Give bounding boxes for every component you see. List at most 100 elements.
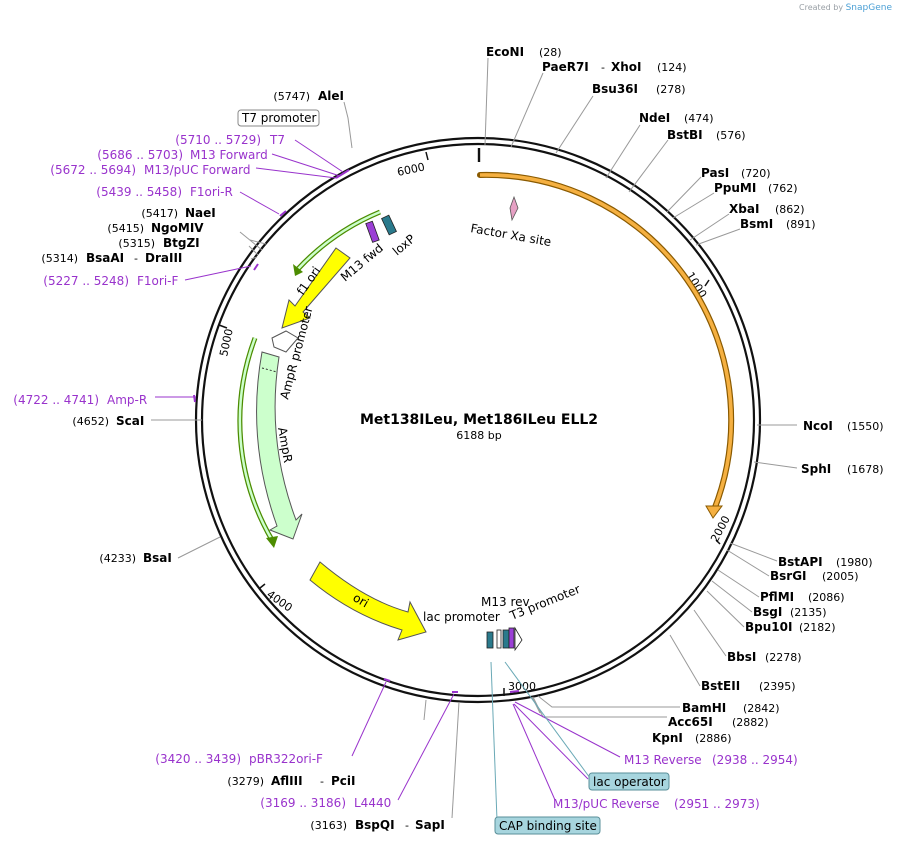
site-bsgi[interactable]: BsgI (2135) xyxy=(753,605,827,619)
site-paer7i-xhoi[interactable]: PaeR7I - XhoI (124) xyxy=(542,60,687,74)
site-acc65i[interactable]: Acc65I (2882) xyxy=(668,715,769,729)
svg-text:NcoI: NcoI xyxy=(803,419,833,433)
primer-pbr322ori-f[interactable]: (3420 .. 3439) pBR322ori-F xyxy=(155,752,323,766)
svg-text:Bsu36I: Bsu36I xyxy=(592,82,638,96)
svg-text:(5415): (5415) xyxy=(107,222,144,235)
svg-text:M13 Forward: M13 Forward xyxy=(190,148,268,162)
primer-m13-puc-forward[interactable]: (5672 .. 5694) M13/pUC Forward xyxy=(50,163,250,177)
svg-text:(2278): (2278) xyxy=(765,651,802,664)
site-bsrgi[interactable]: BsrGI (2005) xyxy=(770,569,859,583)
svg-text:NdeI: NdeI xyxy=(639,111,670,125)
svg-text:BstEII: BstEII xyxy=(701,679,740,693)
primer-amp-r[interactable]: (4722 .. 4741) Amp-R xyxy=(13,393,147,407)
svg-text:(1678): (1678) xyxy=(847,463,884,476)
primer-bars xyxy=(193,169,520,693)
svg-text:(5686 .. 5703): (5686 .. 5703) xyxy=(97,148,183,162)
lac-operator-marker xyxy=(502,629,510,649)
ampr-label: AmpR xyxy=(275,426,295,464)
svg-text:-: - xyxy=(405,819,409,832)
svg-text:(5747): (5747) xyxy=(273,90,310,103)
site-ndei[interactable]: NdeI (474) xyxy=(639,111,714,125)
ori-arrow xyxy=(309,561,427,641)
lac-operator-box[interactable]: lac operator xyxy=(588,772,670,791)
site-sphi[interactable]: SphI (1678) xyxy=(801,462,884,476)
primer-f1ori-f[interactable]: (5227 .. 5248) F1ori-F xyxy=(43,274,178,288)
primer-f1ori-r[interactable]: (5439 .. 5458) F1ori-R xyxy=(96,185,233,199)
site-bamhi[interactable]: BamHI (2842) xyxy=(682,701,780,715)
svg-text:NgoMIV: NgoMIV xyxy=(151,221,204,235)
site-pflmi[interactable]: PflMI (2086) xyxy=(760,590,845,604)
green-arc-left-fill xyxy=(238,337,274,541)
svg-text:L4440: L4440 xyxy=(354,796,391,810)
svg-text:BsaI: BsaI xyxy=(143,551,172,565)
svg-text:(124): (124) xyxy=(657,61,687,74)
primer-leader-lines xyxy=(155,139,621,801)
svg-text:(2395): (2395) xyxy=(759,680,796,693)
primer-m13-puc-reverse[interactable]: M13/pUC Reverse (2951 .. 2973) xyxy=(553,797,760,811)
factor-xa-marker xyxy=(509,195,519,222)
site-naei[interactable]: (5417) NaeI xyxy=(141,206,215,220)
svg-text:(278): (278) xyxy=(656,83,686,96)
site-bsai[interactable]: (4233) BsaI xyxy=(99,551,171,565)
site-ngomiv[interactable]: (5415) NgoMIV xyxy=(107,221,204,235)
svg-text:DraIII: DraIII xyxy=(145,251,182,265)
site-scai[interactable]: (4652) ScaI xyxy=(72,414,144,428)
tick-label-2000: 2000 xyxy=(708,514,733,545)
site-bbsi[interactable]: BbsI (2278) xyxy=(727,650,802,664)
svg-text:SphI: SphI xyxy=(801,462,831,476)
site-bstapi[interactable]: BstAPI (1980) xyxy=(778,555,873,569)
site-btgzi[interactable]: (5315) BtgZI xyxy=(118,236,199,250)
site-ncoi[interactable]: NcoI (1550) xyxy=(803,419,884,433)
site-bsaai-draiii[interactable]: (5314) BsaAI - DraIII xyxy=(41,251,182,265)
tick-label-5000: 5000 xyxy=(217,328,236,358)
orange-feature-arrowhead xyxy=(705,505,723,519)
m13-rev-marker xyxy=(508,627,515,649)
site-alei[interactable]: (5747) AleI xyxy=(273,89,344,103)
site-econi[interactable]: EcoNI (28) xyxy=(486,45,562,59)
credit-brand: SnapGene xyxy=(845,3,892,13)
svg-text:PasI: PasI xyxy=(701,166,729,180)
site-xbai[interactable]: XbaI (862) xyxy=(729,202,805,216)
tick-label-3000: 3000 xyxy=(508,680,536,693)
primer-m13-forward[interactable]: (5686 .. 5703) M13 Forward xyxy=(97,148,267,162)
site-pasi[interactable]: PasI (720) xyxy=(701,166,771,180)
svg-text:T7: T7 xyxy=(269,133,285,147)
svg-text:BsmI: BsmI xyxy=(740,217,773,231)
svg-text:PflMI: PflMI xyxy=(760,590,794,604)
svg-text:BsgI: BsgI xyxy=(753,605,782,619)
svg-text:ScaI: ScaI xyxy=(116,414,144,428)
site-bsu36i[interactable]: Bsu36I (278) xyxy=(592,82,686,96)
site-bstbi[interactable]: BstBI (576) xyxy=(667,128,746,142)
site-afliii-pcii[interactable]: (3279) AflIII - PciI xyxy=(227,774,355,788)
green-arc-left-arrow xyxy=(266,536,278,548)
site-ppumi[interactable]: PpuMI (762) xyxy=(714,181,798,195)
primer-l4440[interactable]: (3169 .. 3186) L4440 xyxy=(260,796,391,810)
svg-text:(3169 .. 3186): (3169 .. 3186) xyxy=(260,796,346,810)
site-bpu10i[interactable]: Bpu10I (2182) xyxy=(745,620,836,634)
svg-text:(28): (28) xyxy=(539,46,562,59)
svg-text:XhoI: XhoI xyxy=(611,60,642,74)
svg-text:AflIII: AflIII xyxy=(271,774,303,788)
site-bsmi[interactable]: BsmI (891) xyxy=(740,217,816,231)
svg-text:XbaI: XbaI xyxy=(729,202,759,216)
svg-text:(2938 .. 2954): (2938 .. 2954) xyxy=(712,753,798,767)
m13-rev-label: M13 rev xyxy=(481,595,530,609)
svg-text:T7 promoter: T7 promoter xyxy=(241,111,317,125)
svg-text:(576): (576) xyxy=(716,129,746,142)
site-kpni[interactable]: KpnI (2886) xyxy=(652,731,732,745)
svg-text:PpuMI: PpuMI xyxy=(714,181,756,195)
t7-promoter-box[interactable]: T7 promoter xyxy=(237,109,320,127)
cap-binding-site-box[interactable]: CAP binding site xyxy=(494,816,601,835)
t3-promoter-marker xyxy=(514,626,523,652)
primer-t7[interactable]: (5710 .. 5729) T7 xyxy=(175,133,285,147)
svg-text:-: - xyxy=(601,61,605,74)
primer-m13-reverse[interactable]: M13 Reverse (2938 .. 2954) xyxy=(624,753,798,767)
ori-label: ori xyxy=(351,590,372,610)
svg-text:(5227 .. 5248): (5227 .. 5248) xyxy=(43,274,129,288)
orange-feature-outline xyxy=(477,171,735,513)
site-bsteii[interactable]: BstEII (2395) xyxy=(701,679,796,693)
svg-text:(5710 .. 5729): (5710 .. 5729) xyxy=(175,133,261,147)
snapgene-credit: Created by SnapGene xyxy=(799,3,892,13)
site-bspqi-sapi[interactable]: (3163) BspQI - SapI xyxy=(310,818,444,832)
